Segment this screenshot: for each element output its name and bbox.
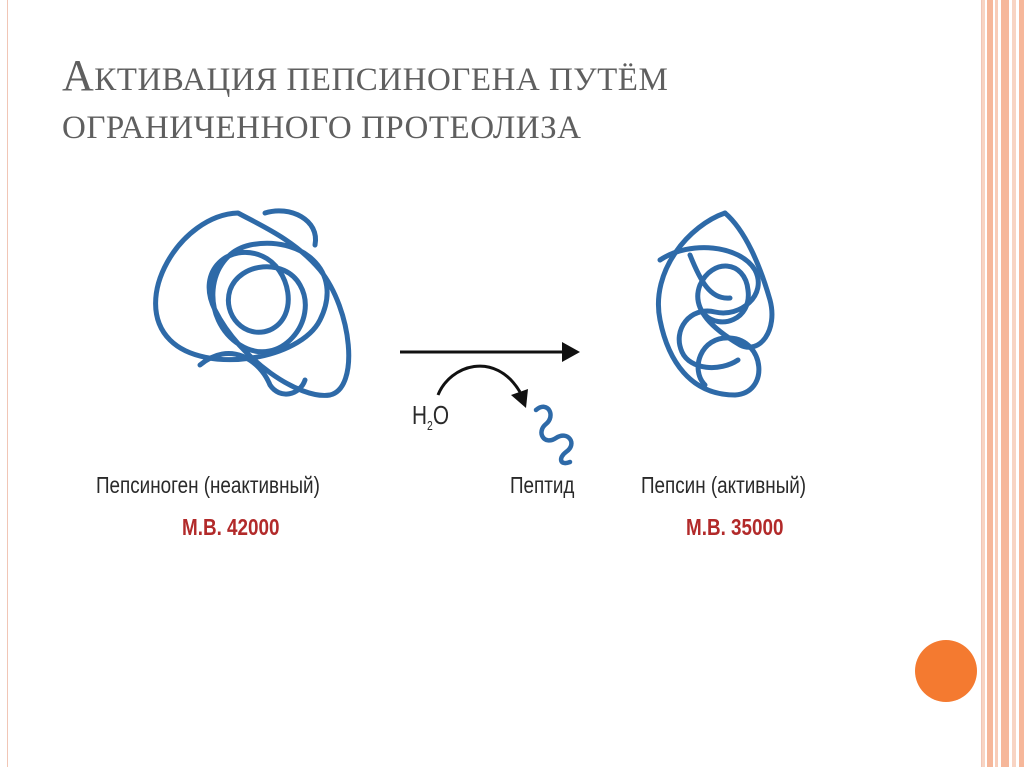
pepsinogen-mw: М.В. 42000 (182, 514, 280, 540)
accent-circle (915, 640, 977, 702)
slide-frame (7, 0, 982, 767)
pepsinogen-label: Пепсиноген (неактивный) (96, 472, 320, 498)
pepsin-structure (656, 210, 775, 398)
reaction-arrow (400, 342, 580, 362)
decorative-side-stripes (982, 0, 1024, 767)
peptide-label: Пептид (510, 472, 575, 498)
title-line-2: ОГРАНИЧЕННОГО ПРОТЕОЛИЗА (62, 110, 582, 146)
pepsinogen-structure (153, 208, 352, 398)
slide-title: АКТИВАЦИЯ ПЕПСИНОГЕНА ПУТЁМ ОГРАНИЧЕННОГ… (62, 52, 882, 152)
pepsin-mw: М.В. 35000 (686, 514, 784, 540)
water-label: H2O (412, 400, 449, 434)
pepsin-label: Пепсин (активный) (641, 472, 807, 498)
title-line-1: АКТИВАЦИЯ ПЕПСИНОГЕНА ПУТЁМ (62, 51, 669, 100)
peptide-fragment (533, 404, 574, 466)
curved-arrow (436, 364, 528, 408)
